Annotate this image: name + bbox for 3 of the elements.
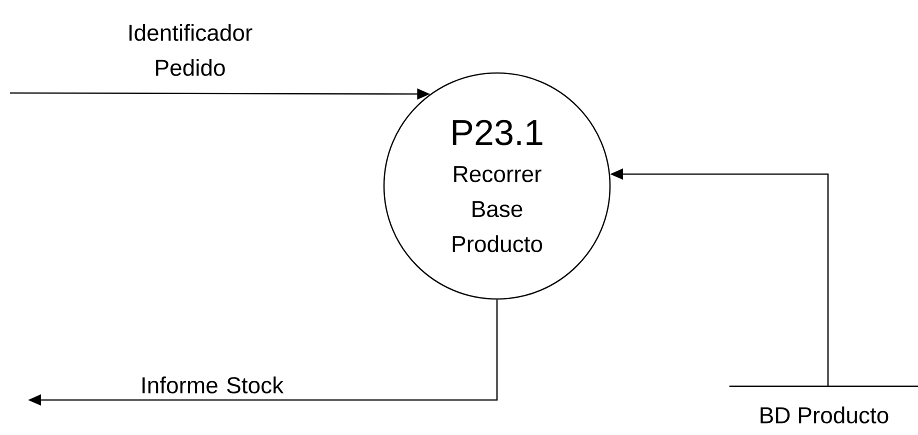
edge-label: Identificador Pedido bbox=[129, 24, 252, 76]
data-store: BD Producto bbox=[729, 386, 918, 424]
edge-label: Informe Stock bbox=[142, 376, 284, 394]
